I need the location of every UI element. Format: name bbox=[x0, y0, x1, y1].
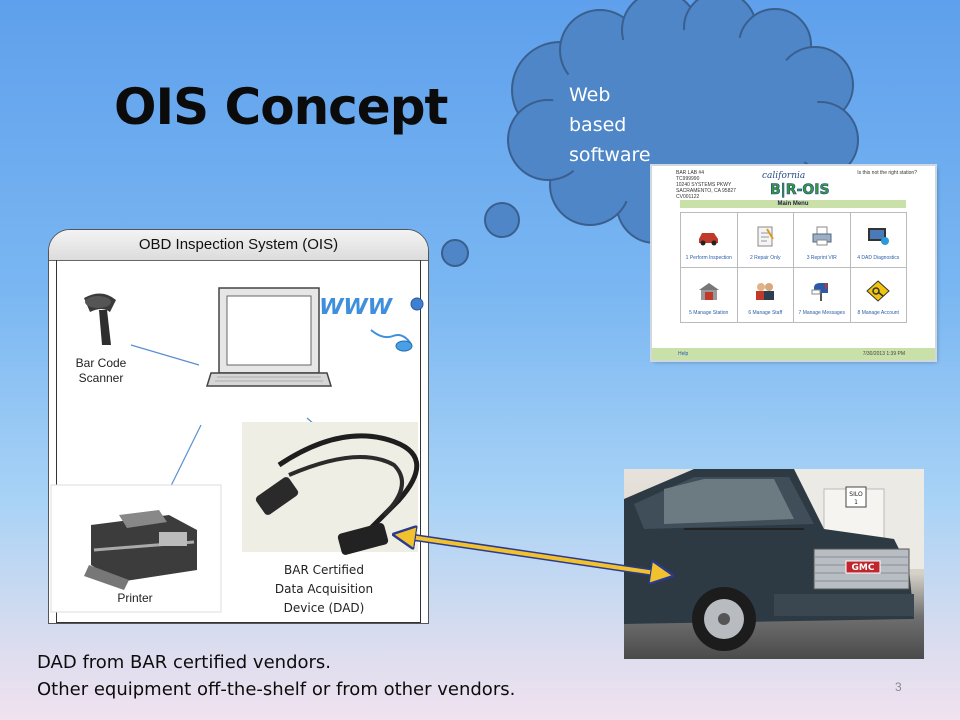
note-line: Other equipment off-the-shelf or from ot… bbox=[37, 679, 516, 700]
svg-text:B|R-OIS: B|R-OIS bbox=[770, 182, 830, 198]
ois-diagram-frame bbox=[56, 260, 421, 623]
timestamp: 7/30/2013 1:39 PM bbox=[862, 351, 905, 357]
tile-label: 5 Manage Station bbox=[689, 310, 729, 316]
address-line: BAR LAB #4 bbox=[676, 170, 705, 176]
cloud-line: Web bbox=[569, 84, 611, 106]
clipboard-icon bbox=[757, 226, 775, 247]
station-icon bbox=[698, 283, 719, 300]
monitor-icon bbox=[868, 228, 890, 245]
printer-label: Printer bbox=[117, 591, 153, 605]
menu-grid: 1 Perform Inspection 2 Repair Only 3 Rep… bbox=[680, 212, 907, 323]
address-line: TC999990 bbox=[676, 176, 700, 182]
station-address: BAR LAB #4 TC999990 10240 SYSTEMS PKWY S… bbox=[676, 170, 736, 200]
tile-reprint-vir[interactable]: 3 Reprint VIR bbox=[794, 213, 851, 268]
staff-icon bbox=[756, 283, 775, 300]
software-screenshot: BAR LAB #4 TC999990 10240 SYSTEMS PKWY S… bbox=[652, 166, 935, 360]
address-line: SACRAMENTO, CA 95827 bbox=[676, 188, 736, 194]
not-right-station-link[interactable]: Is this not the right station? bbox=[857, 170, 917, 176]
mailbox-icon bbox=[811, 283, 828, 301]
www-internet-icon: WWW bbox=[316, 294, 413, 352]
slide-title: OIS Concept bbox=[114, 78, 448, 136]
printer-icon bbox=[50, 484, 222, 613]
scanner-label-line: Scanner bbox=[78, 371, 124, 385]
printer-icon bbox=[812, 226, 832, 246]
address-line: CV001122 bbox=[676, 194, 700, 200]
dad-label-line: BAR Certified bbox=[284, 563, 364, 577]
tile-manage-messages[interactable]: 7 Manage Messages bbox=[794, 268, 851, 323]
dad-cable-icon bbox=[242, 422, 420, 555]
truck-illustration: SILO 1 GMC bbox=[624, 469, 924, 651]
barcode-scanner-icon bbox=[65, 280, 135, 345]
tile-manage-staff[interactable]: 6 Manage Staff bbox=[737, 268, 794, 323]
cloud-text: Web based software bbox=[569, 80, 679, 170]
tile-repair-only[interactable]: 2 Repair Only bbox=[737, 213, 794, 268]
ois-diagram-art: WWW bbox=[50, 280, 424, 613]
ois-diagram-header: OBD Inspection System (OIS) bbox=[49, 230, 428, 261]
cloud-bubble-medium bbox=[441, 239, 469, 267]
svg-text:GMC: GMC bbox=[852, 563, 875, 573]
dad-label-line: Device (DAD) bbox=[283, 601, 365, 615]
tile-label: 3 Reprint VIR bbox=[806, 255, 837, 261]
cloud-line: based bbox=[569, 114, 627, 136]
tile-manage-station[interactable]: 5 Manage Station bbox=[681, 268, 738, 323]
tile-perform-inspection[interactable]: 1 Perform Inspection bbox=[681, 213, 738, 268]
svg-text:1: 1 bbox=[854, 499, 858, 506]
tile-label: 4 DAD Diagnostics bbox=[857, 255, 900, 261]
bottom-notes: DAD from BAR certified vendors. Other eq… bbox=[37, 649, 515, 703]
tile-manage-account[interactable]: 8 Manage Account bbox=[850, 268, 907, 323]
tile-label: 1 Perform Inspection bbox=[685, 255, 732, 261]
ois-diagram: OBD Inspection System (OIS) WWW bbox=[48, 229, 429, 624]
tile-label: 8 Manage Account bbox=[857, 310, 899, 316]
main-menu-bar: Main Menu bbox=[680, 200, 906, 208]
scanner-label: Bar Code Scanner bbox=[63, 356, 139, 386]
tile-label: 2 Repair Only bbox=[749, 255, 781, 261]
page-number: 3 bbox=[895, 680, 902, 694]
cloud-line: software bbox=[569, 144, 651, 166]
car-icon bbox=[698, 233, 718, 246]
tile-label: 7 Manage Messages bbox=[798, 310, 845, 316]
dad-label-line: Data Acquisition bbox=[274, 582, 374, 596]
svg-text:SILO: SILO bbox=[849, 491, 863, 498]
laptop-icon bbox=[205, 287, 333, 387]
svg-text:california: california bbox=[762, 171, 805, 181]
tile-dad-diagnostics[interactable]: 4 DAD Diagnostics bbox=[850, 213, 907, 268]
cloud-bubble-large bbox=[484, 202, 520, 238]
help-link[interactable]: Help bbox=[678, 351, 689, 357]
account-sign-icon bbox=[866, 280, 890, 302]
svg-text:WWW: WWW bbox=[316, 294, 394, 320]
dad-label: BAR Certified Data Acquisition Device (D… bbox=[249, 561, 399, 618]
screenshot-footer bbox=[652, 348, 935, 360]
note-line: DAD from BAR certified vendors. bbox=[37, 652, 332, 673]
scanner-label-line: Bar Code bbox=[75, 356, 127, 370]
truck-photo: SILO 1 GMC bbox=[624, 469, 924, 659]
address-line: 10240 SYSTEMS PKWY bbox=[676, 182, 732, 188]
bar-ois-logo: california B|R-OIS bbox=[762, 171, 830, 198]
tile-label: 6 Manage Staff bbox=[748, 310, 783, 316]
